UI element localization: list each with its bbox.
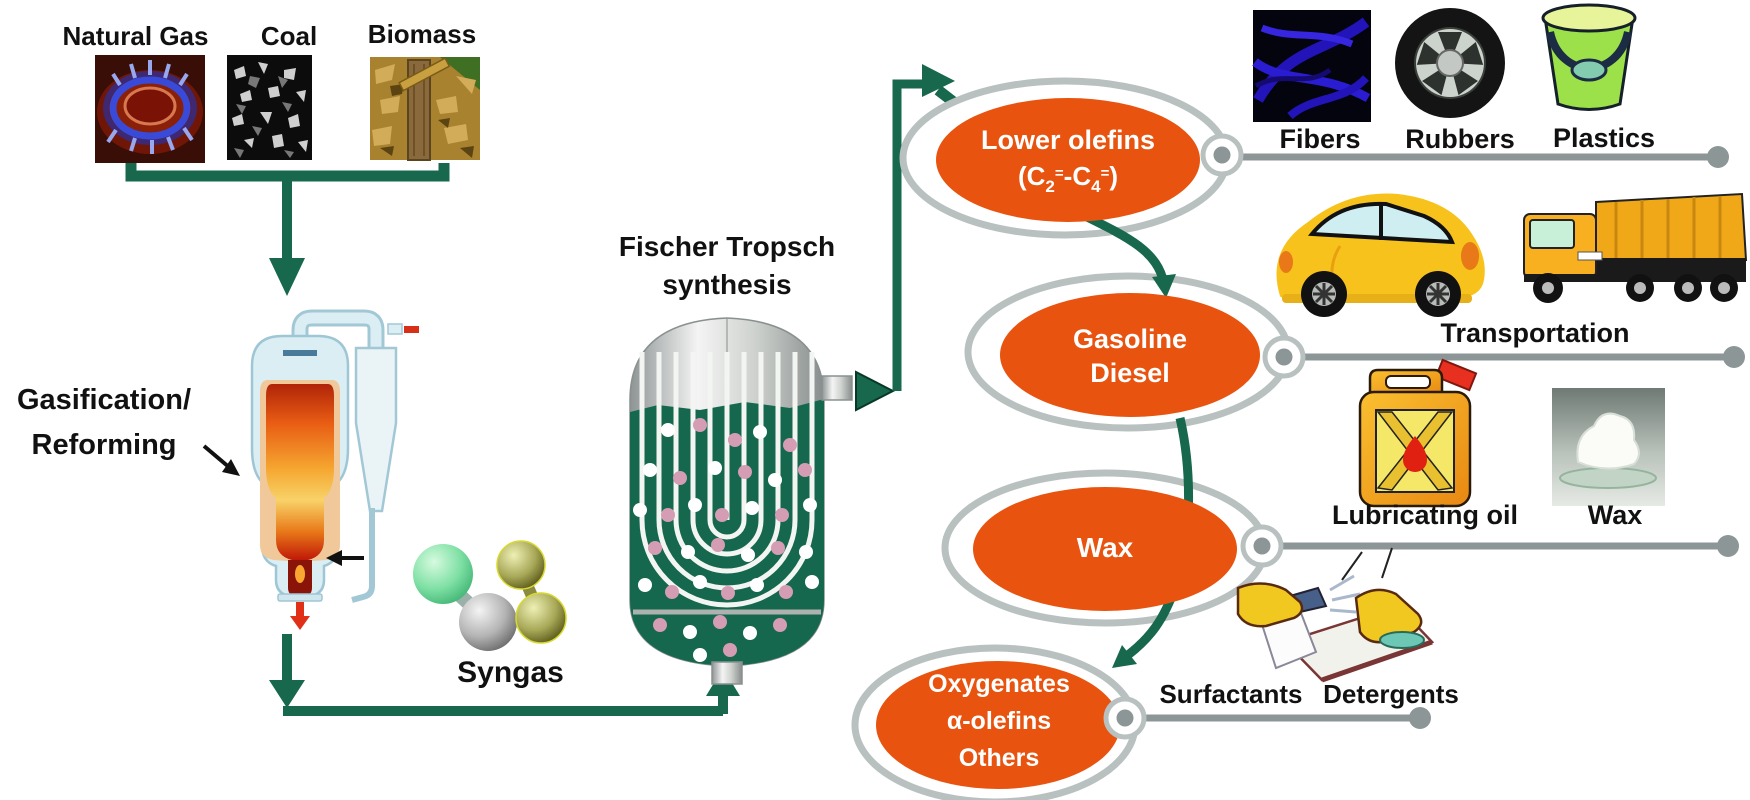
oxygenates-ellipse — [876, 661, 1120, 789]
biomass-image — [370, 57, 480, 161]
reactor-outlet-nozzle — [821, 375, 853, 401]
lubricating-oil-label: Lubricating oil — [1332, 500, 1518, 530]
fibers-image — [1252, 10, 1371, 122]
detergents-label: Detergents — [1323, 679, 1459, 709]
cyclone-separator — [354, 346, 398, 513]
surfactants-detergents-image — [1236, 547, 1435, 683]
wax-product-label: Wax — [1076, 532, 1134, 563]
oxygenates-line2: α-olefins — [946, 707, 1052, 735]
co-molecule-atom — [413, 544, 473, 604]
feed-arrow-right — [326, 550, 342, 566]
gasifier-vent-valve — [404, 326, 419, 333]
connector-nodes — [1103, 133, 1306, 740]
oxygenates-text: Oxygenates α-olefins Others — [873, 666, 1125, 777]
syngas-molecules — [413, 540, 567, 651]
rubbers-label: Rubbers — [1405, 124, 1515, 154]
application-connectors — [1103, 133, 1745, 740]
sources-bracket-arrow — [125, 163, 450, 296]
gasoline-label: Gasoline — [1072, 324, 1188, 354]
reactor-bubbles — [633, 418, 819, 662]
oxygenates-line3: Others — [958, 744, 1040, 772]
ft-synthesis-label: Fischer Tropsch synthesis — [562, 228, 892, 304]
syngas-label: Syngas — [457, 656, 564, 689]
glove-right — [1354, 588, 1423, 644]
gasoline-diesel-ellipse — [1000, 293, 1260, 417]
gas-flames — [106, 60, 194, 154]
ash-arrow — [290, 616, 310, 630]
lower-olefins-formula: (C2=-C4=) — [1017, 161, 1118, 196]
product-ellipses — [876, 98, 1260, 789]
lower-olefins-text: Lower olefins (C2=-C4=) — [935, 123, 1201, 203]
ft-reactor-illustration — [629, 317, 853, 685]
wax-image — [1552, 388, 1665, 506]
gasoline-diesel-text: Gasoline Diesel — [1000, 322, 1260, 390]
plastics-label: Plastics — [1552, 123, 1656, 153]
feed-arrow-left — [222, 459, 240, 476]
coal-image — [227, 55, 312, 160]
coal-label: Coal — [260, 21, 318, 51]
gasification-line1: Gasification/ — [16, 384, 192, 416]
gasifier-illustration — [202, 309, 419, 630]
fibers-label: Fibers — [1279, 124, 1361, 154]
plastics-image — [1541, 3, 1637, 111]
lower-olefins-title: Lower olefins — [980, 125, 1156, 155]
lower-olefins-ellipse — [936, 98, 1200, 222]
wax-ellipse — [973, 487, 1237, 611]
oxygenates-line1: Oxygenates — [928, 670, 1070, 698]
natural-gas-image — [95, 55, 205, 163]
transportation-truck-image — [1523, 192, 1748, 303]
wax-application-label: Wax — [1587, 500, 1643, 530]
gasification-line2: Reforming — [31, 429, 177, 461]
natural-gas-label: Natural Gas — [62, 21, 209, 51]
oil-drop — [1403, 436, 1427, 472]
lubricating-oil-image — [1358, 358, 1478, 508]
biomass-label: Biomass — [367, 19, 477, 49]
diesel-label: Diesel — [1090, 358, 1170, 388]
rubbers-image — [1395, 8, 1505, 118]
h2-molecule-atom — [496, 540, 546, 590]
reactor-inlet-nozzle — [711, 661, 743, 685]
gasification-label: Gasification/ Reforming — [0, 378, 208, 468]
transportation-label: Transportation — [1440, 318, 1630, 348]
glove-left — [1236, 582, 1304, 628]
transportation-car-image — [1276, 193, 1485, 317]
ft-line1: Fischer Tropsch — [618, 231, 836, 262]
surfactants-label: Surfactants — [1159, 679, 1303, 709]
ft-line2: synthesis — [662, 269, 792, 300]
